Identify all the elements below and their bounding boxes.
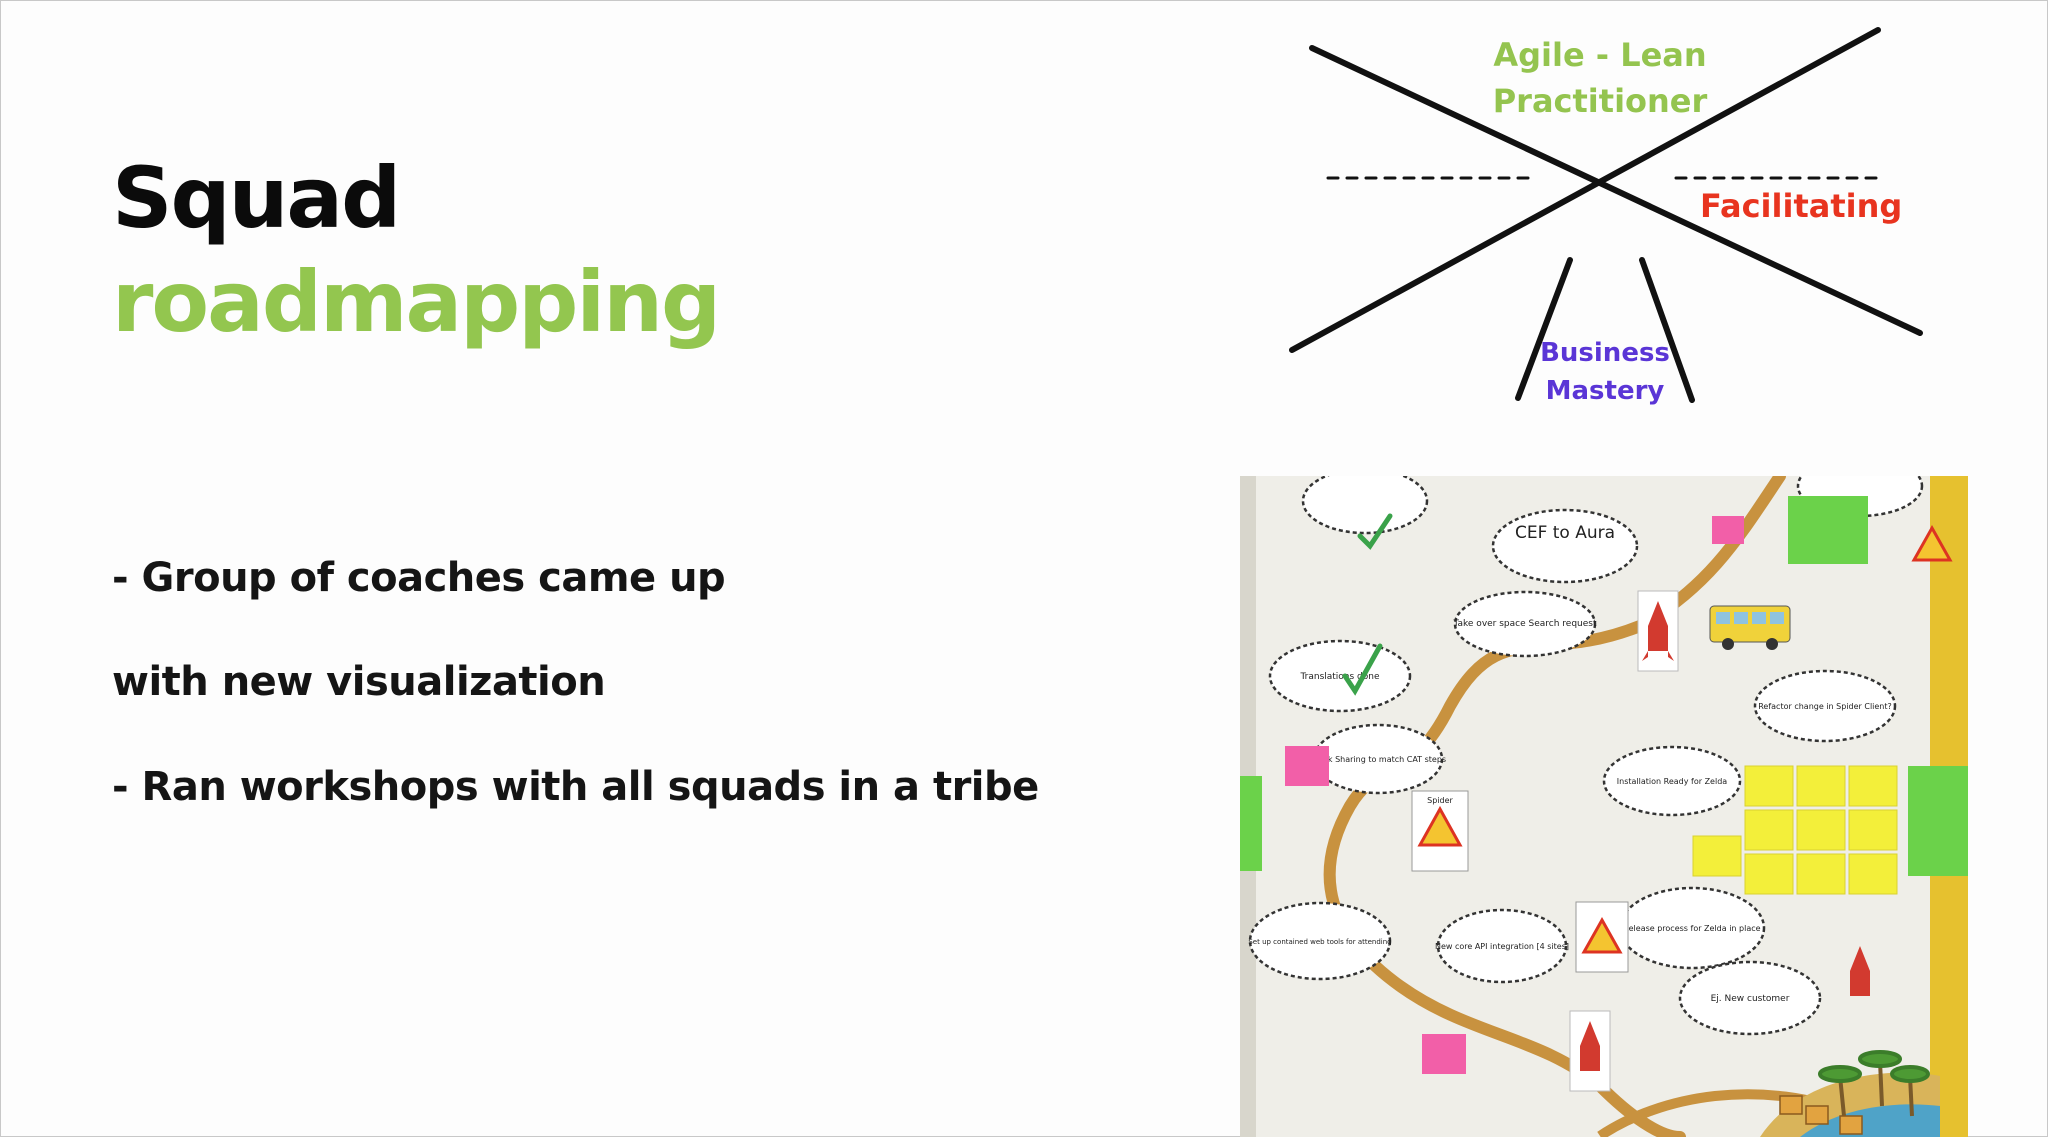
coaching-stance-diagram (1289, 27, 1923, 403)
agile-lean-label: Agile - Lean Practitioner (1450, 32, 1750, 124)
note-text: CEF to Aura (1515, 523, 1615, 543)
warning-sign-icon (1575, 901, 1629, 973)
bullet-2: with new visualization (112, 659, 606, 705)
agile-lean-line-1: Agile - Lean (1493, 36, 1707, 74)
diagram-leg-left (1515, 257, 1573, 401)
palm-trees (1818, 1050, 1930, 1117)
business-mastery-line-1: Business (1540, 338, 1670, 368)
bus-icon (1709, 605, 1791, 650)
note-text: New core API integration [4 sites] (1435, 942, 1569, 951)
note-cloud (1436, 908, 1568, 984)
note-text: Installation Ready for Zelda (1617, 777, 1727, 786)
houses (1779, 1095, 1863, 1135)
rocket-icon (1569, 1010, 1611, 1092)
note-cloud (1301, 476, 1429, 535)
svg-text:Spider: Spider (1427, 796, 1453, 805)
note-text: Set up contained web tools for attending (1248, 938, 1391, 946)
diagram-stroke-a (1309, 45, 1923, 336)
note-text: Ej. New customer (1711, 994, 1790, 1004)
bullet-1: - Group of coaches came up (112, 555, 726, 601)
facilitating-label: Facilitating (1700, 187, 1903, 225)
diagram-stroke-b (1289, 27, 1881, 353)
note-text: Translations done (1299, 672, 1380, 682)
note-text: Refactor change in Spider Client? (1758, 702, 1892, 711)
business-mastery-line-2: Mastery (1545, 376, 1665, 406)
slide-subtitle: roadmapping (112, 253, 721, 351)
roadmap-photo: CEF to Aura Take over space Search reque… (1240, 476, 1968, 1137)
note-cloud (1491, 508, 1639, 584)
note-text: Take over space Search request (1453, 619, 1597, 629)
note-text: Release process for Zelda in place (1623, 924, 1760, 933)
diagram-leg-right (1639, 257, 1695, 403)
rocket-icon (1850, 946, 1870, 996)
note-text: Quick Sharing to match CAT steps (1310, 755, 1446, 764)
business-mastery-label: Business Mastery (1510, 334, 1700, 410)
warning-sign-icon: Spider (1411, 790, 1469, 872)
bullet-3: - Ran workshops with all squads in a tri… (112, 764, 1039, 810)
green-sticky-notes (1240, 496, 1968, 876)
note-cloud (1248, 901, 1392, 981)
note-cloud (1753, 669, 1897, 743)
note-cloud (1602, 745, 1742, 817)
warning-sign-icon (1911, 524, 1953, 562)
yellow-sticky-grid (1692, 765, 1898, 895)
pink-sticky-notes (1285, 516, 1744, 1074)
roadmap-illustration: CEF to Aura Take over space Search reque… (1240, 476, 1968, 1137)
note-cloud (1678, 960, 1822, 1036)
slide-title: Squad (112, 149, 401, 247)
note-cloud (1453, 590, 1597, 658)
agile-lean-line-2: Practitioner (1492, 82, 1708, 120)
rocket-icon (1637, 590, 1679, 672)
note-cloud (1618, 886, 1766, 970)
